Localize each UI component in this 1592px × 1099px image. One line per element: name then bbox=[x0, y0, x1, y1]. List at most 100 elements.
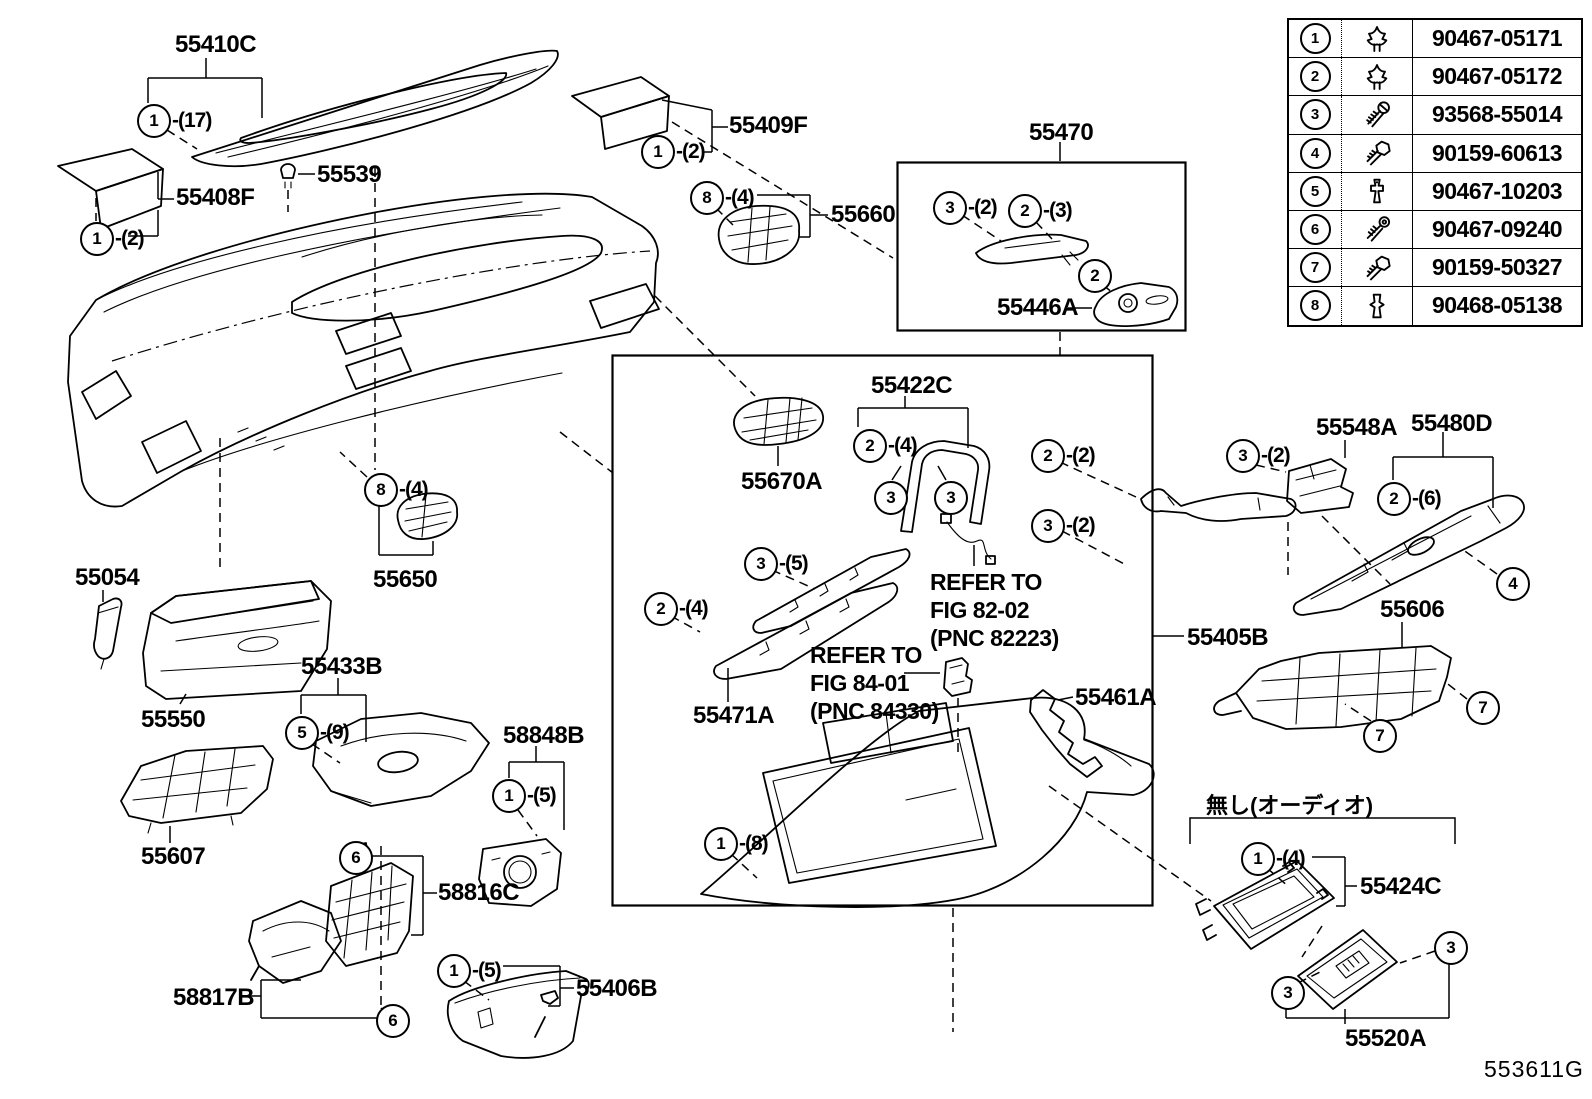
hex-screw-icon bbox=[1366, 255, 1391, 281]
callout-qty: -(2) bbox=[968, 196, 998, 219]
fastener-index: 1 bbox=[1288, 18, 1342, 59]
callout-qty: -(5) bbox=[472, 959, 502, 982]
part-label-55406B: 55406B bbox=[576, 975, 658, 1002]
dashboard-outline bbox=[67, 192, 660, 508]
part-label-55607: 55607 bbox=[141, 843, 206, 870]
callout-55422C-screw-a: 3 bbox=[874, 481, 908, 515]
fastener-row: 7 90159-50327 bbox=[1288, 248, 1582, 288]
fastener-icon-cell bbox=[1341, 18, 1413, 59]
group-boxes bbox=[611, 161, 1456, 907]
fastener-row: 6 90467-09240 bbox=[1288, 209, 1582, 250]
fastener-part-number: 90467-05171 bbox=[1412, 18, 1582, 59]
callout-58816C: 6 bbox=[339, 841, 373, 875]
callout-qty: -(5) bbox=[527, 784, 557, 807]
callout-qty: -(2) bbox=[1261, 444, 1291, 467]
callout-circle: 8 bbox=[690, 181, 724, 215]
callout-55650: 8 -(4) bbox=[364, 473, 429, 507]
part-label-55054: 55054 bbox=[75, 564, 140, 591]
callout-circle: 7 bbox=[1363, 719, 1397, 753]
part-label-58817B: 58817B bbox=[173, 984, 255, 1011]
fastener-index: 6 bbox=[1288, 209, 1342, 250]
part-label-55409F: 55409F bbox=[729, 112, 808, 139]
part-label-55650: 55650 bbox=[373, 566, 438, 593]
fastener-index: 3 bbox=[1288, 95, 1342, 135]
fastener-row: 4 90159-60613 bbox=[1288, 133, 1582, 173]
defroster-garnish-55410C bbox=[147, 49, 559, 168]
fastener-icon-cell bbox=[1341, 248, 1413, 288]
part-label-55408F: 55408F bbox=[176, 184, 255, 211]
panel-55408F bbox=[57, 148, 174, 237]
part-label-55606: 55606 bbox=[1380, 596, 1445, 623]
clip-55539 bbox=[280, 163, 376, 470]
callout-circle: 3 bbox=[744, 547, 778, 581]
callout-55520A-left: 3 bbox=[1271, 976, 1305, 1010]
callout-qty: -(9) bbox=[320, 721, 350, 744]
clip-55548A bbox=[1255, 440, 1391, 585]
callout-circle: 1 bbox=[137, 104, 171, 138]
side-cover-58817B bbox=[246, 900, 377, 1019]
snap-clip-icon bbox=[1366, 25, 1388, 52]
callout-circle: 6 bbox=[376, 1004, 410, 1038]
callout-circle: 3 bbox=[934, 481, 968, 515]
fastener-index: 4 bbox=[1288, 133, 1342, 173]
callout-qty: -(5) bbox=[779, 552, 809, 575]
callout-55433B: 5 -(9) bbox=[285, 716, 350, 750]
document-number: 553611G bbox=[1484, 1056, 1584, 1082]
part-label-58816C: 58816C bbox=[438, 879, 520, 906]
fastener-table: 1 90467-05171 2 90467-05172 3 93568-5501… bbox=[1287, 18, 1583, 327]
callout-qty: -(8) bbox=[739, 832, 769, 855]
callout-circle: 3 bbox=[874, 481, 908, 515]
callout-55660: 8 -(4) bbox=[690, 181, 755, 215]
callout-circle: 7 bbox=[1466, 691, 1500, 725]
register-strips-55471A bbox=[670, 548, 911, 702]
callout-qty: -(4) bbox=[1276, 847, 1306, 870]
part-label-55548A: 55548A bbox=[1316, 414, 1398, 441]
callout-circle: 3 bbox=[1226, 439, 1260, 473]
callout-circle: 5 bbox=[285, 716, 319, 750]
fastener-part-number: 90467-05172 bbox=[1412, 57, 1582, 97]
callout-55520A-right: 3 bbox=[1434, 931, 1468, 965]
callout-circle: 1 bbox=[1241, 842, 1275, 876]
vent-55670A bbox=[733, 396, 824, 466]
callout-55470-clip: 2 -(3) bbox=[1008, 194, 1073, 228]
part-label-55550: 55550 bbox=[141, 706, 206, 733]
callout-55422C-clip: 2 -(4) bbox=[853, 429, 918, 463]
refer-note-fig82: REFER TO FIG 82-02 (PNC 82223) bbox=[930, 569, 1059, 652]
callout-circle: 2 bbox=[1031, 439, 1065, 473]
refer-note-fig84: REFER TO FIG 84-01 (PNC 84330) bbox=[810, 642, 939, 725]
callout-strip-screw: 3 -(5) bbox=[744, 547, 809, 581]
callout-qty: -(6) bbox=[1412, 487, 1442, 510]
callout-qty: -(4) bbox=[888, 434, 918, 457]
cluster-finish-55470-group bbox=[961, 142, 1179, 356]
callout-qty: -(3) bbox=[1043, 199, 1073, 222]
grommet-screw-icon bbox=[1366, 215, 1391, 242]
callout-55606-left: 7 bbox=[1363, 719, 1397, 753]
callout-bracket-screw: 3 -(2) bbox=[1031, 509, 1096, 543]
callout-circle: 1 bbox=[492, 779, 526, 813]
cover-55406B bbox=[446, 431, 614, 1059]
callout-circle: 1 bbox=[641, 135, 675, 169]
callout-circle: 2 bbox=[1008, 194, 1042, 228]
finish-panel-58848B bbox=[478, 746, 565, 907]
callout-circle: 1 bbox=[704, 827, 738, 861]
callout-circle: 2 bbox=[853, 429, 887, 463]
fastener-row: 5 90467-10203 bbox=[1288, 171, 1582, 211]
part-label-55670A: 55670A bbox=[741, 468, 823, 495]
fastener-icon-cell bbox=[1341, 286, 1413, 326]
callout-circle: 4 bbox=[1496, 567, 1530, 601]
callout-55480D-screw: 4 bbox=[1496, 567, 1530, 601]
bracket-55461A bbox=[1029, 689, 1103, 778]
callout-circle: 3 bbox=[1031, 509, 1065, 543]
part-label-55405B: 55405B bbox=[1187, 624, 1269, 651]
part-label-55433B: 55433B bbox=[301, 653, 383, 680]
part-label-55461A: 55461A bbox=[1075, 684, 1157, 711]
fastener-part-number: 90468-05138 bbox=[1412, 286, 1582, 326]
part-label-55520A: 55520A bbox=[1345, 1025, 1427, 1052]
fastener-part-number: 90467-10203 bbox=[1412, 171, 1582, 211]
fastener-icon-cell bbox=[1341, 57, 1413, 97]
callout-strip-clip: 2 -(4) bbox=[644, 592, 709, 626]
callout-55406B: 1 -(5) bbox=[437, 954, 502, 988]
callout-qty: -(2) bbox=[1066, 514, 1096, 537]
part-label-55470: 55470 bbox=[1029, 119, 1094, 146]
